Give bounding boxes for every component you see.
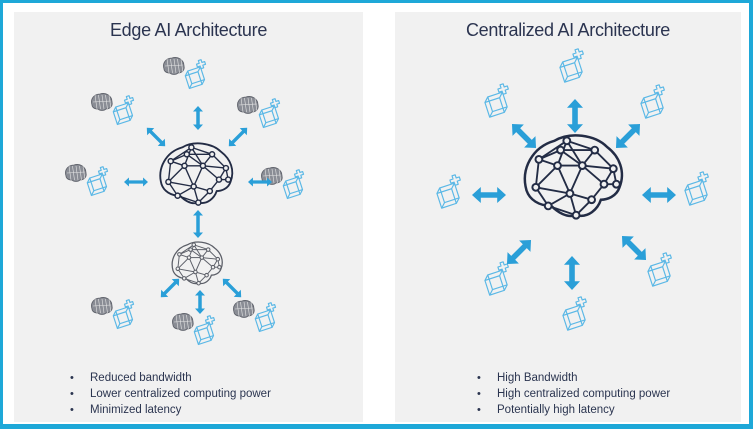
cube-plus-icon [684,171,709,206]
double-arrow-icon [228,127,248,147]
small-brain-icon [65,164,87,182]
double-arrow-icon [146,127,166,147]
small-brain-icon [233,300,255,318]
double-arrow-icon [124,177,148,187]
centralized-ai-trait: High Bandwidth [477,370,670,386]
double-arrow-icon [160,278,180,298]
double-arrow-icon [248,177,272,187]
cube-plus-icon [258,98,281,129]
double-arrow-icon [642,187,676,203]
double-arrow-icon [564,256,580,290]
cube-plus-icon [484,83,509,118]
cube-plus-icon [436,174,461,209]
centralized-ai-trait: Potentially high latency [477,402,670,418]
small-brain-icon [237,96,259,114]
double-arrow-icon [511,123,537,149]
small-brain-icon [91,93,113,111]
brain-network-icon [523,134,624,220]
double-arrow-icon [193,210,203,238]
double-arrow-icon [472,187,506,203]
brain-network-icon [171,241,223,286]
edge-ai-benefits-list: Reduced bandwidth Lower centralized comp… [70,370,271,418]
cube-plus-icon [112,299,135,330]
edge-ai-diagram [65,57,305,346]
cube-plus-icon [282,169,305,200]
edge-ai-benefit: Minimized latency [70,402,271,418]
cube-plus-icon [193,315,216,346]
cube-plus-icon [559,48,584,83]
cube-plus-icon [86,166,109,197]
cube-plus-icon [112,95,135,126]
cube-plus-icon [484,261,509,296]
double-arrow-icon [222,278,242,298]
small-brain-icon [163,57,185,75]
centralized-ai-traits-list: High Bandwidth High centralized computin… [477,370,670,418]
centralized-ai-trait: High centralized computing power [477,386,670,402]
double-arrow-icon [193,106,203,130]
edge-ai-benefit: Lower centralized computing power [70,386,271,402]
edge-ai-benefit: Reduced bandwidth [70,370,271,386]
double-arrow-icon [567,99,583,133]
centralized-ai-diagram [436,48,709,331]
brain-network-icon [159,142,234,206]
cube-plus-icon [562,296,587,331]
cube-plus-icon [254,302,277,333]
cube-plus-icon [640,84,665,119]
cube-plus-icon [184,59,207,90]
small-brain-icon [91,297,113,315]
edge-ai-title: Edge AI Architecture [109,20,268,40]
centralized-ai-panel: Centralized AI Architecture High Bandwid… [395,12,741,422]
edge-ai-panel: Edge AI Architecture Reduced bandwidth L… [14,12,363,422]
small-brain-icon [172,313,194,331]
double-arrow-icon [615,123,641,149]
double-arrow-icon [195,290,205,314]
double-arrow-icon [621,235,647,261]
double-arrow-icon [506,239,532,265]
centralized-ai-title: Centralized AI Architecture [465,20,670,40]
cube-plus-icon [647,252,672,287]
